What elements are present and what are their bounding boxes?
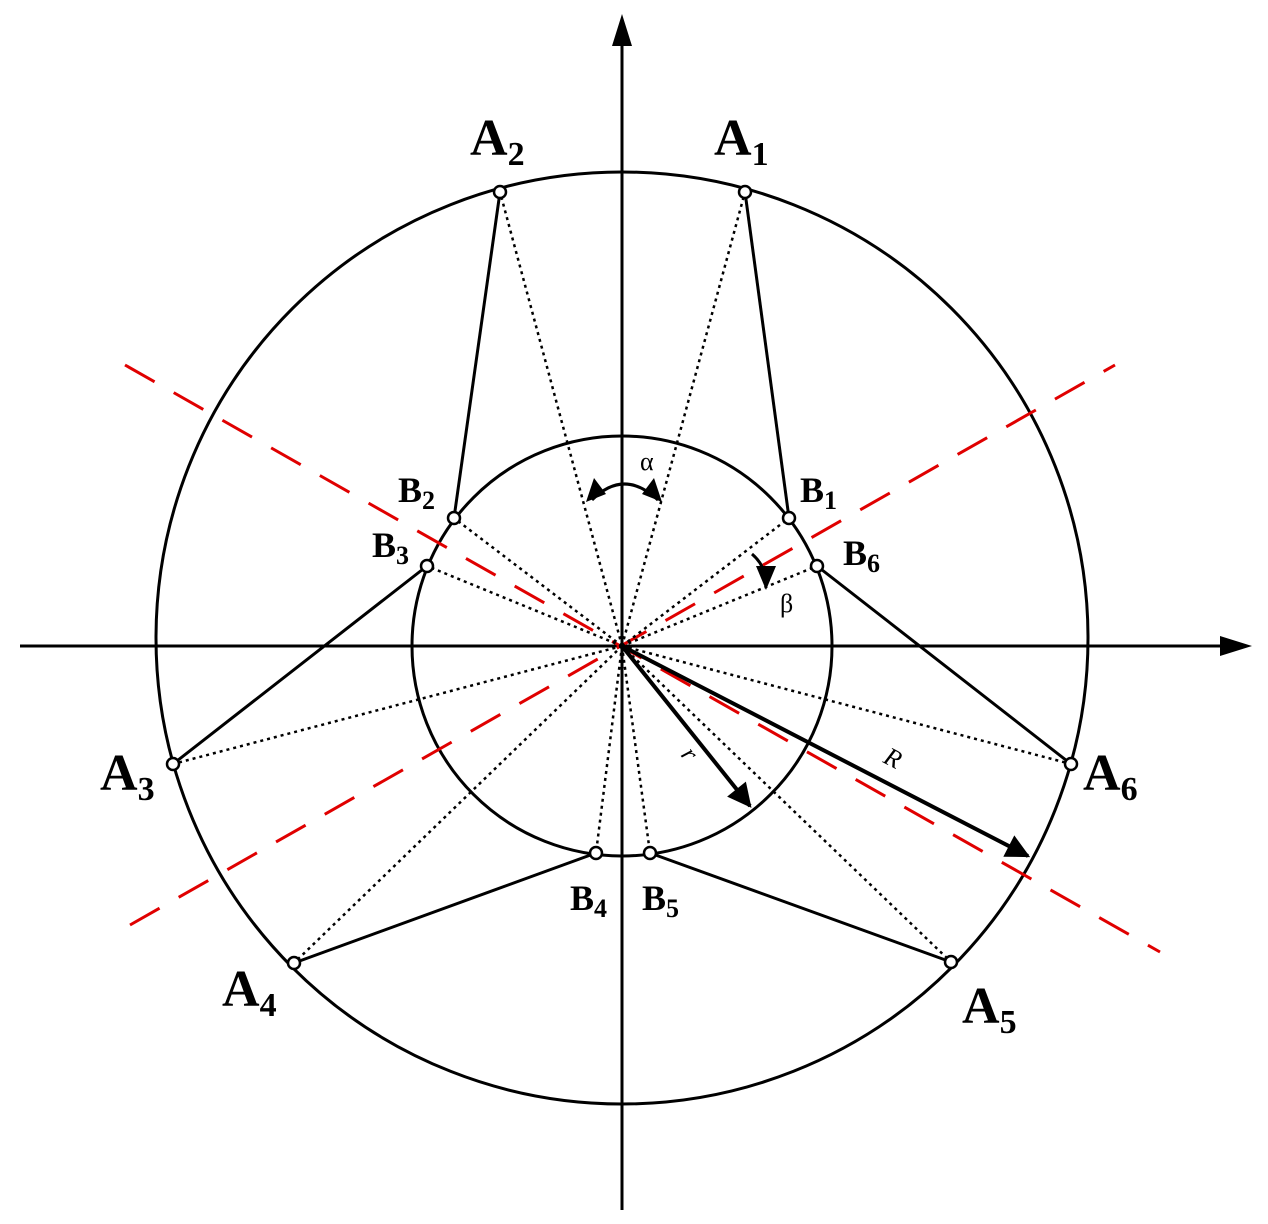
leg-a1-b1: [743, 191, 791, 519]
label-a2-sub: 2: [508, 136, 525, 173]
beta-angle-marker: [750, 552, 776, 590]
radial-line-b3: [426, 564, 623, 648]
label-a4: A4: [222, 961, 277, 1024]
label-a3-letter: A: [100, 745, 138, 802]
joint-b5: [642, 845, 658, 861]
leg-a2-b2: [452, 191, 502, 519]
radial-line-a5: [621, 645, 952, 963]
label-b6-letter: B: [843, 533, 867, 573]
label-a1-letter: A: [714, 110, 752, 167]
label-b3-letter: B: [372, 525, 396, 565]
label-a6: A6: [1083, 745, 1138, 808]
label-a3: A3: [100, 745, 155, 808]
leg-a5-b5: [649, 851, 952, 964]
alpha-angle-marker: [586, 478, 662, 502]
label-b6: B6: [843, 533, 880, 578]
joint-b3: [419, 558, 435, 574]
inner-radius-arrow: [620, 644, 752, 808]
alpha-arrow-left: [586, 478, 606, 502]
label-b4-sub: 4: [594, 894, 607, 923]
joint-a2: [492, 184, 508, 200]
label-b4-letter: B: [570, 878, 594, 918]
joint-a6: [1063, 756, 1079, 772]
radial-line-a3: [172, 644, 623, 766]
label-a1: A1: [714, 110, 769, 173]
inner-platform-circle: [410, 434, 834, 858]
y-axis-arrow: [612, 14, 632, 46]
label-a5-letter: A: [962, 978, 1000, 1035]
radial-line-b2: [453, 517, 623, 647]
label-a2-letter: A: [470, 110, 508, 167]
label-a6-letter: A: [1083, 745, 1121, 802]
joint-b2: [446, 510, 462, 526]
label-a4-letter: A: [222, 961, 260, 1018]
outer-base-circle: [154, 170, 1090, 1106]
coordinate-axes: [20, 14, 1252, 1210]
legs: [172, 191, 1072, 965]
beta-label: β: [780, 589, 793, 618]
radial-line-a1: [620, 191, 747, 647]
leg-a4-b4: [293, 851, 597, 965]
label-a6-sub: 6: [1121, 771, 1138, 808]
joint-b4: [588, 845, 604, 861]
label-b3-sub: 3: [396, 541, 409, 570]
radius-arrows: [620, 644, 1031, 858]
joint-b6: [809, 558, 825, 574]
joint-a3: [165, 756, 181, 772]
radial-line-b4: [594, 645, 624, 854]
joint-b1: [781, 510, 797, 526]
outer-radius-arrow: [621, 644, 1031, 858]
label-a1-sub: 1: [752, 136, 769, 173]
label-b2: B2: [398, 470, 435, 515]
radial-line-a4: [293, 645, 623, 964]
leg-a6-b6: [816, 564, 1072, 766]
beta-arrow: [756, 566, 776, 590]
label-a4-sub: 4: [260, 987, 277, 1024]
label-b1-sub: 1: [824, 486, 837, 515]
x-axis-arrow: [1220, 636, 1252, 656]
radial-line-b1: [621, 517, 790, 647]
joint-a1: [737, 184, 753, 200]
label-b1-letter: B: [800, 470, 824, 510]
label-b4: B4: [570, 878, 607, 923]
dotted-radial-lines: [172, 191, 1072, 964]
outer-radius-label: R: [878, 741, 906, 775]
joint-a4: [286, 955, 302, 971]
radial-line-a6: [621, 644, 1072, 766]
inner-radius-label: r: [675, 741, 705, 768]
label-b6-sub: 6: [867, 549, 880, 578]
joint-a5: [943, 954, 959, 970]
label-b2-sub: 2: [422, 486, 435, 515]
label-b1: B1: [800, 470, 837, 515]
leg-a3-b3: [172, 564, 428, 766]
label-a2: A2: [470, 110, 525, 173]
label-b5-letter: B: [642, 878, 666, 918]
label-a5: A5: [962, 978, 1017, 1041]
alpha-arrow-right: [642, 478, 662, 502]
label-b3: B3: [372, 525, 409, 570]
symmetry-line-descending: [124, 363, 1161, 954]
joint-points: [165, 184, 1079, 971]
label-a3-sub: 3: [138, 771, 155, 808]
alpha-label: α: [640, 447, 654, 476]
label-b2-letter: B: [398, 470, 422, 510]
label-b5: B5: [642, 878, 679, 923]
radial-line-a2: [498, 191, 624, 647]
radial-line-b6: [621, 564, 818, 648]
label-b5-sub: 5: [666, 894, 679, 923]
label-a5-sub: 5: [1000, 1004, 1017, 1041]
